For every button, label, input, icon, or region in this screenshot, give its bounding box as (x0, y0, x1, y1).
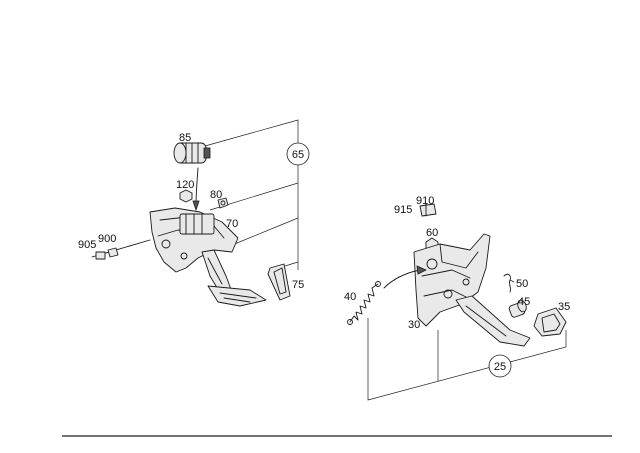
part-120-nut (179, 189, 193, 203)
callout-75: 75 (292, 279, 304, 291)
callout-40: 40 (344, 291, 356, 303)
callout-70: 70 (226, 218, 238, 230)
part-45-pin (508, 299, 527, 318)
callout-35: 35 (558, 301, 570, 313)
right-pedal-assembly: 25 (344, 195, 570, 401)
callout-50: 50 (516, 278, 528, 290)
part-50-clip (503, 273, 515, 293)
right-pedal-bracket (383, 233, 531, 347)
group-bracket-25: 25 (367, 318, 567, 401)
callout-120: 120 (176, 179, 194, 191)
callout-915: 915 (394, 204, 412, 216)
callout-30: 30 (408, 319, 420, 331)
part-75-pedal-rubber (267, 263, 291, 301)
part-900-905-bolt (91, 239, 151, 260)
callout-900: 900 (98, 233, 116, 245)
part-85-switch (173, 142, 211, 212)
callout-910: 910 (416, 195, 434, 207)
part-40-spring (347, 281, 381, 325)
left-pedal-bracket (149, 207, 267, 307)
group-label-25: 25 (494, 361, 506, 373)
part-910-915-clip (419, 203, 437, 217)
callout-60: 60 (426, 227, 438, 239)
left-pedal-assembly: 65 (78, 119, 310, 307)
part-35-pedal-rubber (533, 307, 567, 337)
callout-85: 85 (179, 132, 191, 144)
part-80-clip (217, 197, 229, 209)
callout-45: 45 (518, 296, 530, 308)
group-label-65: 65 (292, 149, 304, 161)
callout-80: 80 (210, 189, 222, 201)
callout-905: 905 (78, 239, 96, 251)
